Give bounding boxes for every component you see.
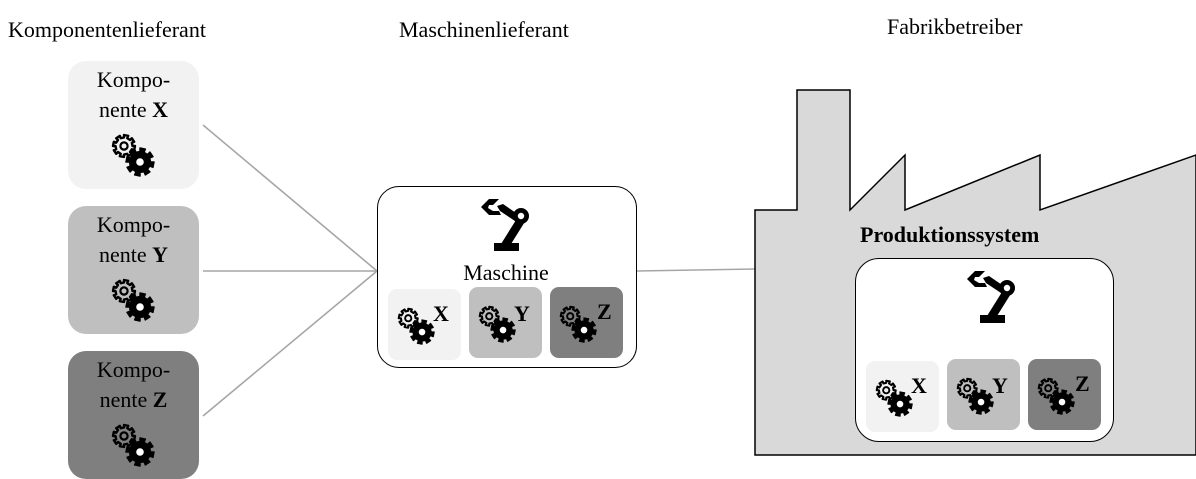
production-part-x: X xyxy=(866,361,939,432)
robot-arm-icon xyxy=(967,271,1015,323)
gears-icon xyxy=(875,379,913,417)
component-label-line1: Kompo- xyxy=(96,212,171,237)
gears-icon xyxy=(478,305,516,343)
production-part-z: Z xyxy=(1028,359,1101,430)
role-machine-supplier: Maschinenlieferant xyxy=(399,17,569,42)
component-label-line1: Kompo- xyxy=(96,357,171,382)
gears-icon xyxy=(397,307,435,345)
component-letter: Y xyxy=(152,242,169,267)
robot-arm-icon xyxy=(481,199,529,251)
machine-part-y: Y xyxy=(469,287,542,358)
gears-icon xyxy=(559,305,597,343)
part-letter: Y xyxy=(514,301,530,326)
gears-icon xyxy=(111,278,155,322)
component-label-line2: nente Y xyxy=(98,242,169,267)
part-letter: Z xyxy=(1075,371,1090,396)
part-letter: Z xyxy=(597,299,612,324)
component-y-box: Kompo- nente Y xyxy=(68,206,199,334)
component-label-line1: Kompo- xyxy=(96,67,171,92)
machine-part-z: Z xyxy=(550,287,623,358)
component-label-line2: nente Z xyxy=(99,387,168,412)
connector-lines xyxy=(202,124,756,417)
machine-part-x: X xyxy=(388,289,461,360)
component-label-line2: nente X xyxy=(98,97,169,122)
component-z-box: Kompo- nente Z xyxy=(68,351,199,479)
role-factory-operator: Fabrikbetreiber xyxy=(887,14,1023,39)
role-component-supplier: Komponentenlieferant xyxy=(8,17,206,42)
connector-z-to-machine xyxy=(202,270,378,417)
production-part-y: Y xyxy=(947,359,1020,430)
component-letter: X xyxy=(152,97,169,122)
machine-label: Maschine xyxy=(463,260,549,285)
production-system-box: X Y Z xyxy=(855,258,1114,442)
gears-icon xyxy=(956,377,994,415)
connector-x-to-machine xyxy=(202,124,378,272)
part-letter: Y xyxy=(992,373,1008,398)
connector-machine-to-factory xyxy=(636,268,756,272)
production-system-title: Produktionssystem xyxy=(860,222,1040,247)
gears-icon xyxy=(111,423,155,467)
gears-icon xyxy=(1037,377,1075,415)
part-letter: X xyxy=(433,301,449,326)
part-letter: X xyxy=(911,373,927,398)
machine-box: Maschine X Y Z xyxy=(377,186,637,368)
component-x-box: Kompo- nente X xyxy=(68,61,199,189)
component-letter: Z xyxy=(152,387,168,412)
gears-icon xyxy=(111,133,155,177)
